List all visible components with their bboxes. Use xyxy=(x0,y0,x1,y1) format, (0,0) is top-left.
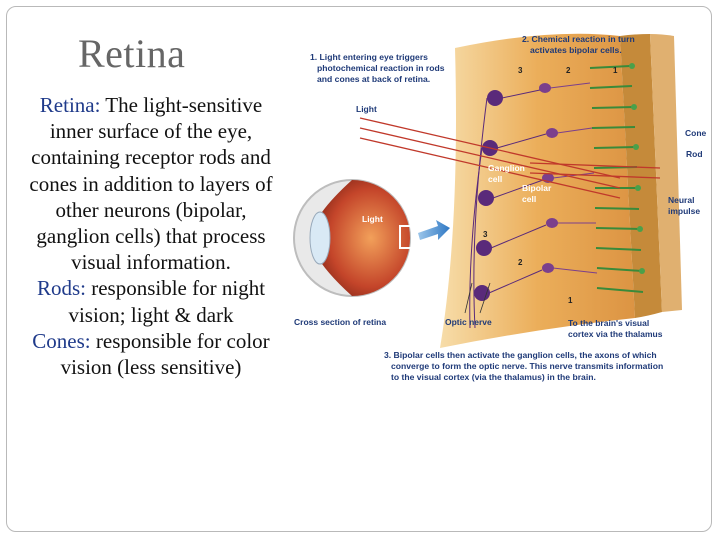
photoreceptors xyxy=(589,65,644,293)
retina-tissue xyxy=(440,33,635,348)
bipolar-cells xyxy=(539,83,558,273)
number-layer-2: 2 xyxy=(518,258,523,267)
slide-title: Retina xyxy=(78,31,186,76)
label-cone: Cone xyxy=(685,128,707,138)
label-to-brain: To the brain's visual cortex via the tha… xyxy=(568,318,663,339)
number-top-3: 3 xyxy=(518,66,523,75)
label-neural-impulse: Neural impulse xyxy=(668,195,700,216)
zoom-arrow xyxy=(418,220,450,240)
term-rods: Rods: xyxy=(36,276,86,301)
neural-impulse-arrows xyxy=(529,162,661,179)
label-light: Light xyxy=(356,104,377,114)
caption-2: 2. Chemical reaction in turn activates b… xyxy=(522,34,637,55)
caption-3: 3. Bipolar cells then activate the gangl… xyxy=(384,350,666,382)
label-cross-section: Cross section of retina xyxy=(294,317,386,327)
caption-1: 1. Light entering eye triggers photochem… xyxy=(310,52,447,84)
number-layer-3: 3 xyxy=(483,230,488,239)
number-top-2: 2 xyxy=(566,66,571,75)
eye-illustration xyxy=(293,179,415,297)
def-cones: responsible for color vision (less sensi… xyxy=(60,328,270,380)
number-top-1: 1 xyxy=(613,66,618,75)
label-bipolar: Bipolar cell xyxy=(522,183,554,204)
retina-back-layer xyxy=(650,34,682,312)
photoreceptor-tips xyxy=(629,63,645,274)
term-cones: Cones: xyxy=(32,328,91,353)
light-arrows xyxy=(359,117,621,199)
slide-body: Retina: The light-sensitive inner surfac… xyxy=(20,92,282,380)
term-retina: Retina: xyxy=(39,93,101,117)
label-ganglion: Ganglion cell xyxy=(488,163,527,184)
def-rods: responsible for night vision; light & da… xyxy=(68,276,266,327)
number-layer-1: 1 xyxy=(568,296,573,305)
def-retina: The light-sensitive inner surface of the… xyxy=(29,93,273,275)
label-rod: Rod xyxy=(686,149,703,159)
label-light-eye: Light xyxy=(362,214,383,224)
label-optic-nerve: Optic nerve xyxy=(445,317,492,327)
retina-outer-layer xyxy=(620,34,662,318)
retina-diagram: Light 1. Light entering eye triggers pho… xyxy=(293,33,707,382)
